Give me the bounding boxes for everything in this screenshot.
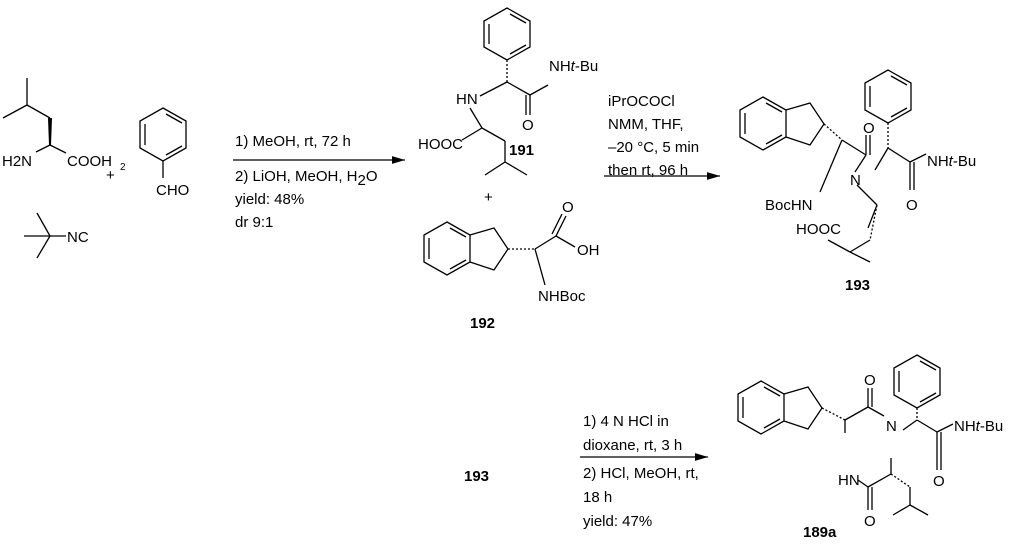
leucine-structure: H2N COOH 2 (2, 78, 126, 173)
subscript: 2 (120, 162, 126, 173)
oxygen-label: O (864, 372, 876, 389)
compound-192-structure: O OH NHBoc 192 (423, 199, 600, 332)
step2-condition-2: NMM, THF, (608, 116, 684, 133)
step1-dr: dr 9:1 (235, 214, 273, 231)
step3-condition-1: 1) 4 N HCl in (583, 413, 669, 430)
compound-label-193: 193 (845, 277, 870, 294)
oxygen-label: O (864, 513, 876, 530)
nhboc-label: NHBoc (538, 288, 586, 305)
oxygen-label: O (562, 199, 574, 216)
nitrogen-label: N (850, 172, 861, 189)
hn-label: HN (456, 91, 478, 108)
oxygen-label: O (522, 117, 534, 134)
acid-label: COOH (67, 153, 112, 170)
acid-label: HOOC (418, 136, 463, 153)
step3-condition-4: 18 h (583, 489, 612, 506)
oh-label: OH (577, 242, 600, 259)
amide-label: NHt-Bu (927, 153, 976, 170)
hn-label: HN (838, 472, 860, 489)
nitrogen-label: N (886, 418, 897, 435)
compound-193-structure: O N NHt-Bu O BocHN HOOC 193 (739, 69, 976, 294)
benzaldehyde-structure: CHO (139, 107, 189, 199)
starting-material-label: 193 (464, 468, 489, 485)
step1-condition-2: 2) LiOH, MeOH, H2O (235, 168, 378, 189)
oxygen-label: O (863, 120, 875, 137)
compound-189a-structure: O N HN O NHt-Bu O 189a (737, 354, 1003, 541)
step3-condition-2: dioxane, rt, 3 h (583, 437, 682, 454)
amine-label: H2N (2, 153, 32, 170)
plus-sign: + (106, 167, 115, 184)
step1-condition-1: 1) MeOH, rt, 72 h (235, 133, 351, 150)
tert-butyl-isocyanide-structure: NC (24, 212, 89, 259)
amide-label: NHt-Bu (549, 58, 598, 75)
amide-label: NHt-Bu (954, 418, 1003, 435)
step2-condition-4: then rt, 96 h (608, 162, 688, 179)
step2-condition-1: iPrOCOCl (608, 93, 675, 110)
step3-condition-3: 2) HCl, MeOH, rt, (583, 465, 699, 482)
compound-label-191: 191 (509, 142, 534, 159)
step3-yield: yield: 47% (583, 513, 652, 530)
cho-label: CHO (156, 182, 189, 199)
nc-label: NC (67, 229, 89, 246)
compound-label-192: 192 (470, 315, 495, 332)
acid-label: HOOC (796, 221, 841, 238)
oxygen-label: O (906, 197, 918, 214)
step1-yield: yield: 48% (235, 191, 304, 208)
oxygen-label: O (933, 473, 945, 490)
plus-sign: + (484, 189, 493, 206)
step2-condition-3: –20 °C, 5 min (608, 139, 699, 156)
bochn-label: BocHN (765, 197, 813, 214)
compound-label-189a: 189a (803, 524, 837, 541)
compound-191-structure: HN NHt-Bu O HOOC 191 (418, 7, 598, 176)
